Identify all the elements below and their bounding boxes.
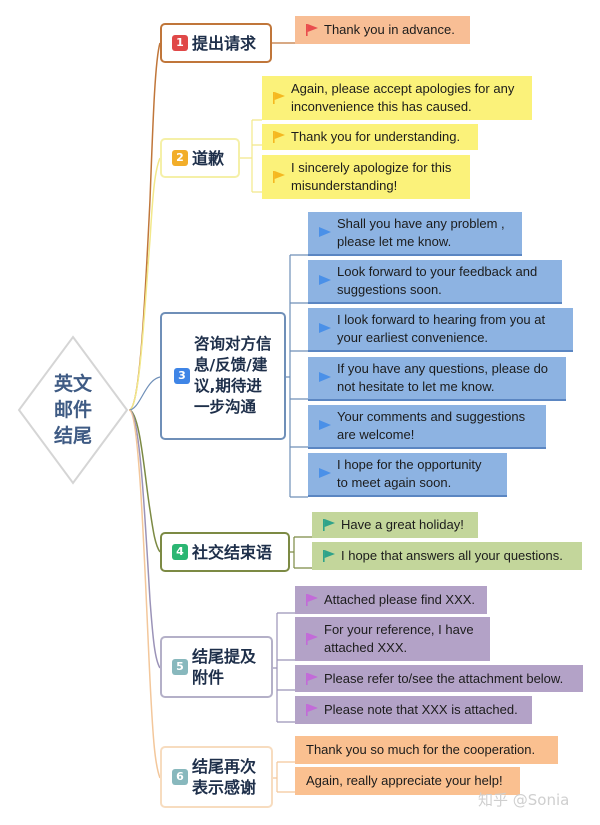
leaf-item[interactable]: Have a great holiday! (312, 512, 478, 538)
yellow-flag-icon (273, 171, 285, 183)
leaf-item[interactable]: Attached please find XXX. (295, 586, 487, 614)
leaf-item[interactable]: Your comments and suggestions are welcom… (308, 405, 546, 449)
leaf-item[interactable]: Thank you in advance. (295, 16, 470, 44)
topic-social-closing[interactable]: 4 社交结束语 (160, 532, 290, 572)
number-badge-2: 2 (172, 150, 188, 166)
blue-flag-icon (319, 468, 331, 478)
purple-flag-icon (306, 633, 318, 645)
topic-label: 咨询对方信 息/反馈/建 议,期待进 一步沟通 (194, 335, 272, 416)
central-topic[interactable]: 英文 邮件 结尾 (17, 335, 129, 485)
number-badge-4: 4 (172, 544, 188, 560)
diamond-shape (17, 335, 129, 485)
leaf-item[interactable]: If you have any questions, please do not… (308, 357, 566, 401)
yellow-flag-icon (273, 92, 285, 104)
teal-flag-icon (323, 519, 335, 531)
leaf-item[interactable]: Look forward to your feedback and sugges… (308, 260, 562, 304)
leaf-item[interactable]: Again, really appreciate your help! (295, 767, 520, 795)
leaf-item[interactable]: Please note that XXX is attached. (295, 696, 532, 724)
topic-inquiry[interactable]: 3 咨询对方信 息/反馈/建 议,期待进 一步沟通 (160, 312, 286, 440)
number-badge-1: 1 (172, 35, 188, 51)
purple-flag-icon (306, 594, 318, 606)
blue-flag-icon (319, 372, 331, 382)
teal-flag-icon (323, 550, 335, 562)
topic-label: 提出请求 (192, 33, 257, 53)
blue-flag-icon (319, 275, 331, 285)
blue-flag-icon (319, 323, 331, 333)
number-badge-6: 6 (172, 769, 188, 785)
leaf-item[interactable]: Thank you so much for the cooperation. (295, 736, 558, 764)
leaf-item[interactable]: Again, please accept apologies for any i… (262, 76, 532, 120)
topic-label: 社交结束语 (192, 542, 273, 562)
leaf-item[interactable]: I hope for the opportunity to meet again… (308, 453, 507, 497)
number-badge-5: 5 (172, 659, 188, 675)
topic-label: 结尾提及 附件 (192, 647, 257, 687)
leaf-item[interactable]: Thank you for understanding. (262, 124, 478, 150)
blue-flag-icon (319, 227, 331, 237)
leaf-item[interactable]: Please refer to/see the attachment below… (295, 665, 583, 692)
leaf-item[interactable]: Shall you have any problem , please let … (308, 212, 522, 256)
leaf-item[interactable]: I hope that answers all your questions. (312, 542, 582, 570)
leaf-item[interactable]: For your reference, I have attached XXX. (295, 617, 490, 661)
topic-thanks[interactable]: 6 结尾再次 表示感谢 (160, 746, 273, 808)
blue-flag-icon (319, 420, 331, 430)
topic-attachment[interactable]: 5 结尾提及 附件 (160, 636, 273, 698)
yellow-flag-icon (273, 131, 285, 143)
central-topic-label: 英文 邮件 结尾 (53, 373, 92, 447)
leaf-item[interactable]: I look forward to hearing from you at yo… (308, 308, 573, 352)
watermark: 知乎 @Sonia (478, 791, 570, 809)
topic-request[interactable]: 1 提出请求 (160, 23, 272, 63)
topic-apology[interactable]: 2 道歉 (160, 138, 240, 178)
purple-flag-icon (306, 704, 318, 716)
red-flag-icon (306, 24, 318, 36)
number-badge-3: 3 (174, 368, 190, 384)
topic-label: 道歉 (192, 148, 225, 168)
leaf-item[interactable]: I sincerely apologize for this misunders… (262, 155, 470, 199)
purple-flag-icon (306, 672, 318, 685)
topic-label: 结尾再次 表示感谢 (192, 757, 257, 797)
